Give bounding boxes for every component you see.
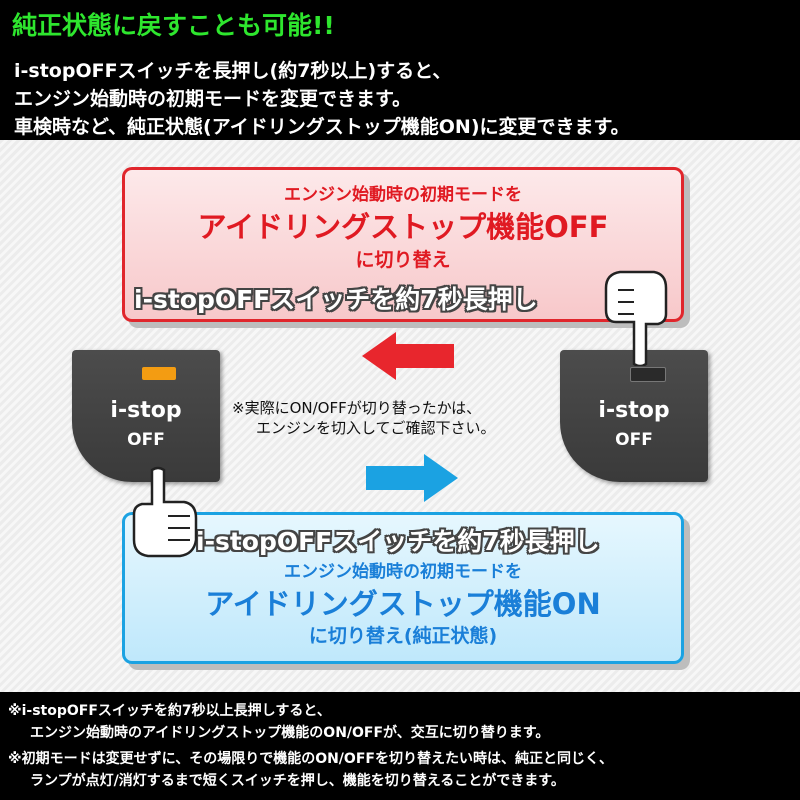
header-banner: 純正状態に戻すことも可能!! i-stopOFFスイッチを長押し(約7秒以上)す…	[0, 0, 800, 140]
headline: 純正状態に戻すことも可能!!	[12, 11, 335, 40]
istop-switch-left: i-stop OFF	[72, 350, 220, 482]
blue-box-line2: アイドリングストップ機能ON	[205, 587, 601, 621]
footer-note-line: ランプが点灯/消灯するまで短くスイッチを押し、機能を切り替えることができます。	[30, 773, 565, 789]
lamp-off	[630, 367, 666, 382]
center-note: ※実際にON/OFFが切り替ったかは、 エンジンを切入してご確認下さい。	[232, 398, 496, 438]
switch-brand: i-stop	[110, 398, 182, 423]
red-box-line2: アイドリングストップ機能OFF	[197, 210, 609, 244]
lamp-lit	[142, 367, 176, 380]
switch-brand: i-stop	[598, 398, 670, 423]
arrow-left-icon	[362, 332, 454, 380]
intro-line: エンジン始動時の初期モードを変更できます。	[14, 88, 412, 110]
pointing-hand-icon	[132, 466, 198, 558]
switch-state: OFF	[615, 430, 653, 450]
intro-line: i-stopOFFスイッチを長押し(約7秒以上)すると、	[14, 60, 452, 82]
blue-box-line3: に切り替え(純正状態)	[308, 625, 498, 647]
arrow-right-icon	[366, 454, 458, 502]
footer-note-line: ※初期モードは変更せずに、その場限りで機能のON/OFFを切り替えたい時は、純正…	[8, 751, 613, 767]
footer-notes: ※i-stopOFFスイッチを約7秒以上長押しすると、 エンジン始動時のアイドリ…	[0, 692, 800, 800]
red-box-line1: エンジン始動時の初期モードを	[284, 185, 522, 205]
blue-long-press-label: i-stopOFFスイッチを約7秒長押し	[196, 527, 600, 556]
center-note-line: エンジンを切入してご確認下さい。	[256, 419, 496, 437]
center-note-line: ※実際にON/OFFが切り替ったかは、	[232, 399, 482, 417]
red-box-line3: に切り替え	[355, 249, 451, 271]
istop-switch-right: i-stop OFF	[560, 350, 708, 482]
red-long-press-label: i-stopOFFスイッチを約7秒長押し	[134, 285, 538, 314]
switch-state: OFF	[127, 430, 165, 450]
footer-note-line: エンジン始動時のアイドリングストップ機能のON/OFFが、交互に切り替ります。	[30, 725, 550, 741]
pointing-hand-icon	[604, 270, 668, 366]
footer-note-line: ※i-stopOFFスイッチを約7秒以上長押しすると、	[8, 703, 331, 719]
diagram-area: エンジン始動時の初期モードを アイドリングストップ機能OFF に切り替え i-s…	[0, 140, 800, 692]
idling-stop-on-box: エンジン始動時の初期モードを アイドリングストップ機能ON に切り替え(純正状態…	[122, 512, 684, 664]
blue-box-line1: エンジン始動時の初期モードを	[284, 562, 522, 582]
idling-stop-off-box: エンジン始動時の初期モードを アイドリングストップ機能OFF に切り替え	[122, 167, 684, 322]
intro-line: 車検時など、純正状態(アイドリングストップ機能ON)に変更できます。	[14, 116, 630, 138]
